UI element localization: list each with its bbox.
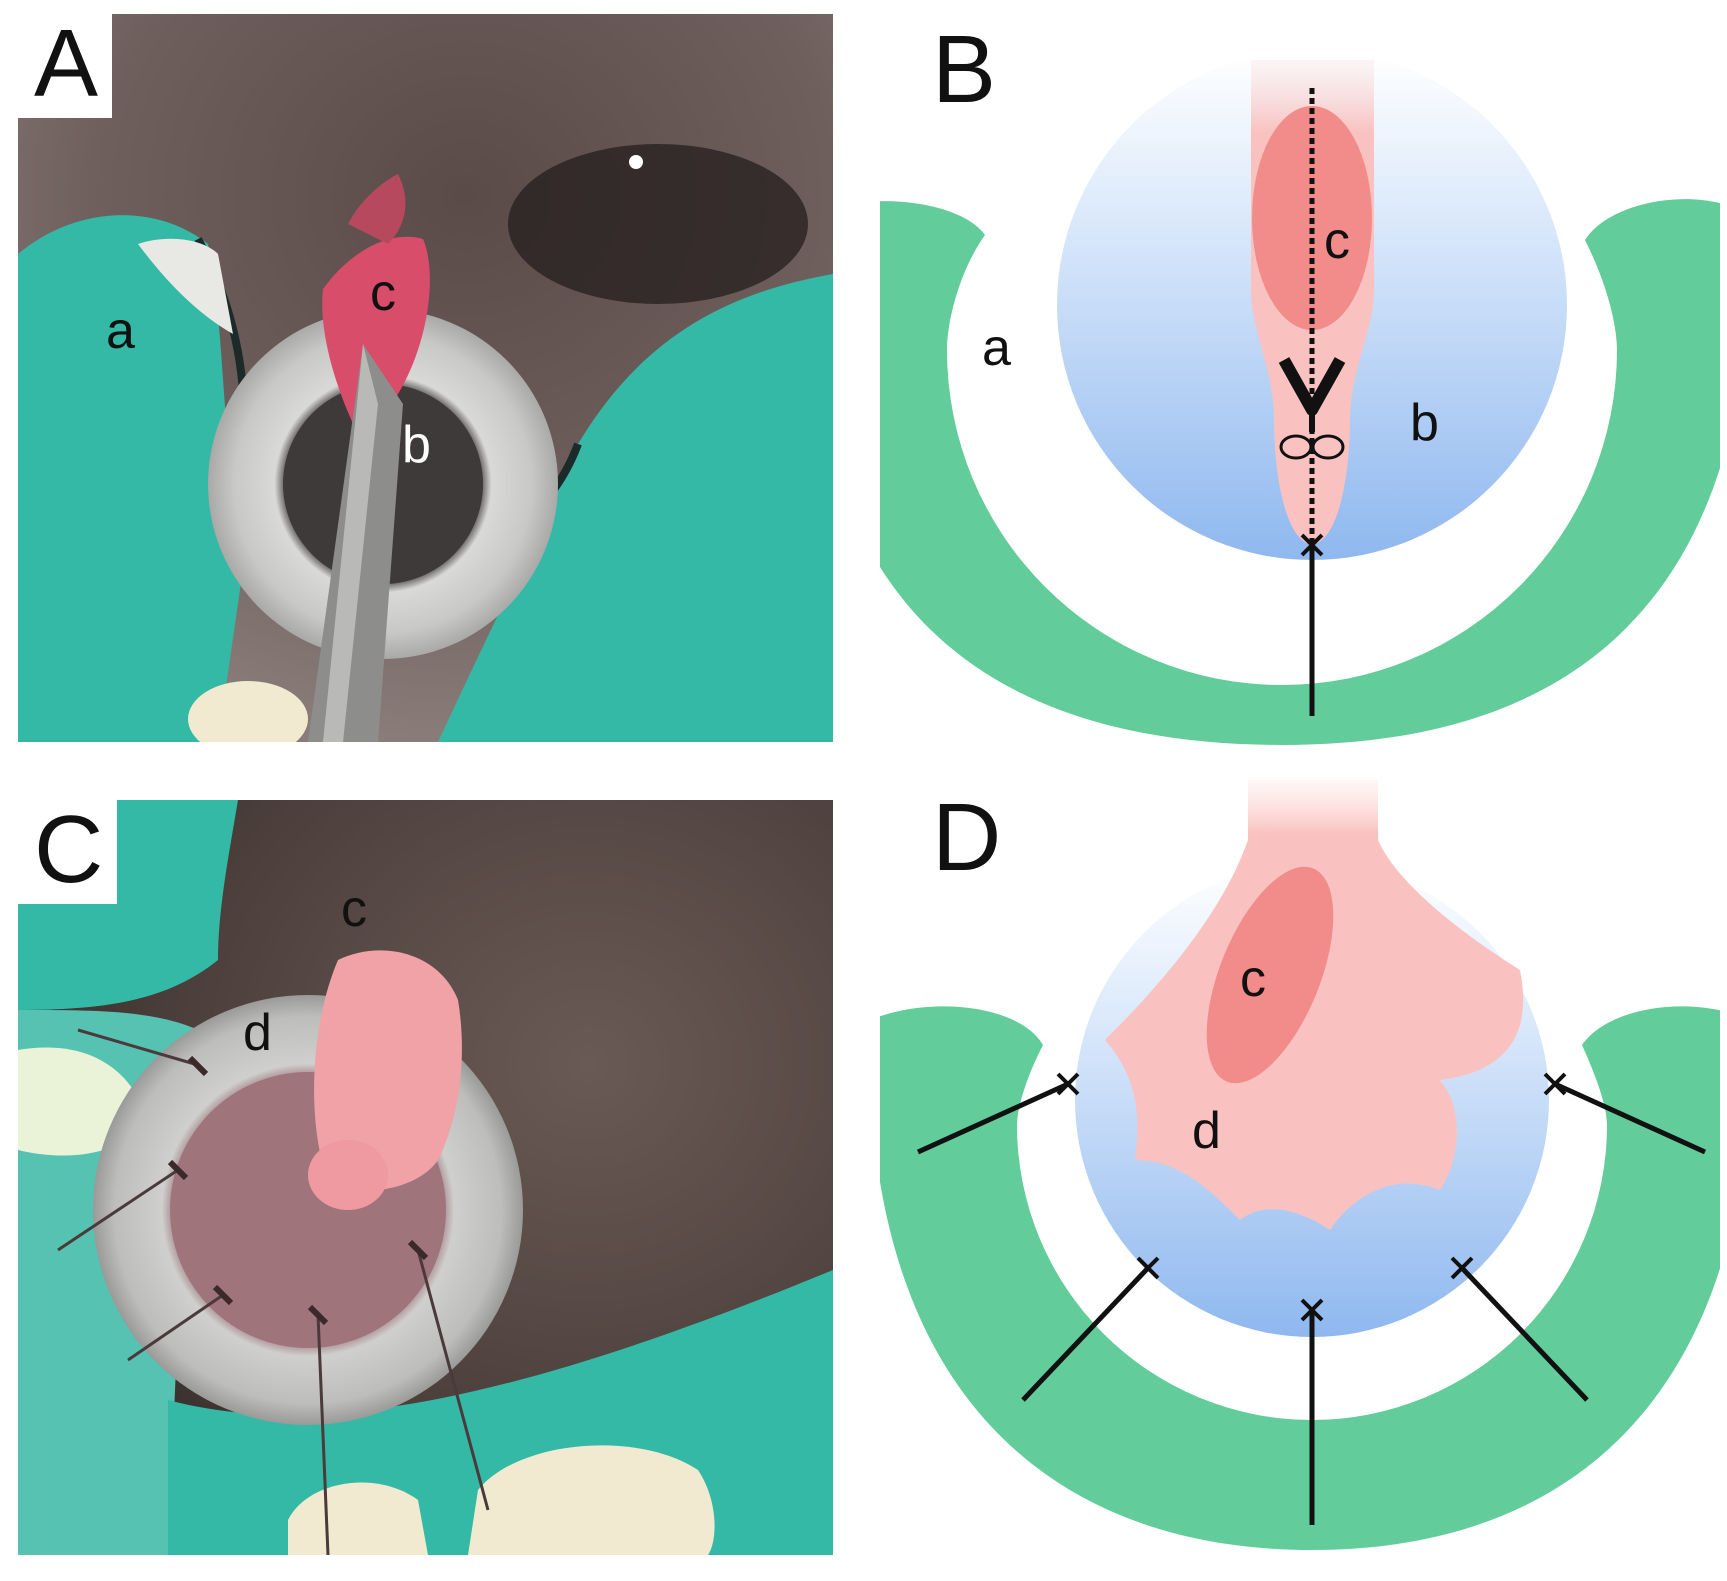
label-d: d — [1192, 1102, 1221, 1160]
suture-knots — [167, 1055, 429, 1326]
panel-d-diagram: c d D — [880, 780, 1720, 1570]
drape-shape — [880, 1006, 1720, 1550]
gauze-white — [138, 238, 233, 334]
tissue-bulge — [308, 1140, 388, 1210]
panel-letter-d: D — [916, 788, 1016, 892]
suture-knot-icon — [1300, 533, 1324, 557]
drape-shape — [880, 199, 1720, 745]
panel-c-photo: c d C — [18, 800, 833, 1555]
suture-knot-icon — [1056, 1072, 1567, 1322]
tissue-base — [348, 174, 406, 244]
photo-c-illustration: c d — [18, 800, 833, 1555]
panel-letter-c: C — [18, 800, 118, 904]
label-b: b — [402, 416, 431, 474]
gauze-pad — [188, 681, 308, 742]
diagram-b: a b c — [880, 50, 1720, 745]
suture-threads — [57, 1028, 490, 1555]
light-reflection — [629, 155, 643, 169]
panel-letter-b: B — [916, 20, 1011, 124]
label-d: d — [243, 1004, 272, 1062]
label-c: c — [1324, 212, 1350, 270]
suture-lines — [916, 1081, 1707, 1525]
label-a: a — [106, 302, 135, 360]
scissors-icon — [1278, 357, 1346, 460]
label-a: a — [982, 319, 1011, 377]
tissue-red-region — [1206, 866, 1334, 1084]
gauze-pad-1 — [288, 1482, 428, 1555]
diagram-d: c d — [880, 780, 1720, 1550]
panel-letter-a: A — [18, 14, 113, 118]
panel-b-diagram: a b c B — [880, 0, 1720, 760]
label-c: c — [370, 264, 396, 322]
gauze-pad-2 — [468, 1445, 715, 1555]
label-c: c — [341, 880, 367, 938]
panel-a-photo: a b c A — [18, 14, 833, 742]
drape-right — [438, 274, 833, 742]
forceps-highlight — [323, 344, 378, 742]
photo-a-illustration: a b c — [18, 14, 833, 742]
label-b: b — [1410, 394, 1439, 452]
drape-left — [18, 215, 248, 742]
tissue-flap — [322, 236, 430, 434]
label-c: c — [1240, 950, 1266, 1008]
dark-fur-patch — [508, 144, 808, 304]
tissue-spread — [1105, 780, 1524, 1230]
tissue-flap — [314, 950, 462, 1191]
